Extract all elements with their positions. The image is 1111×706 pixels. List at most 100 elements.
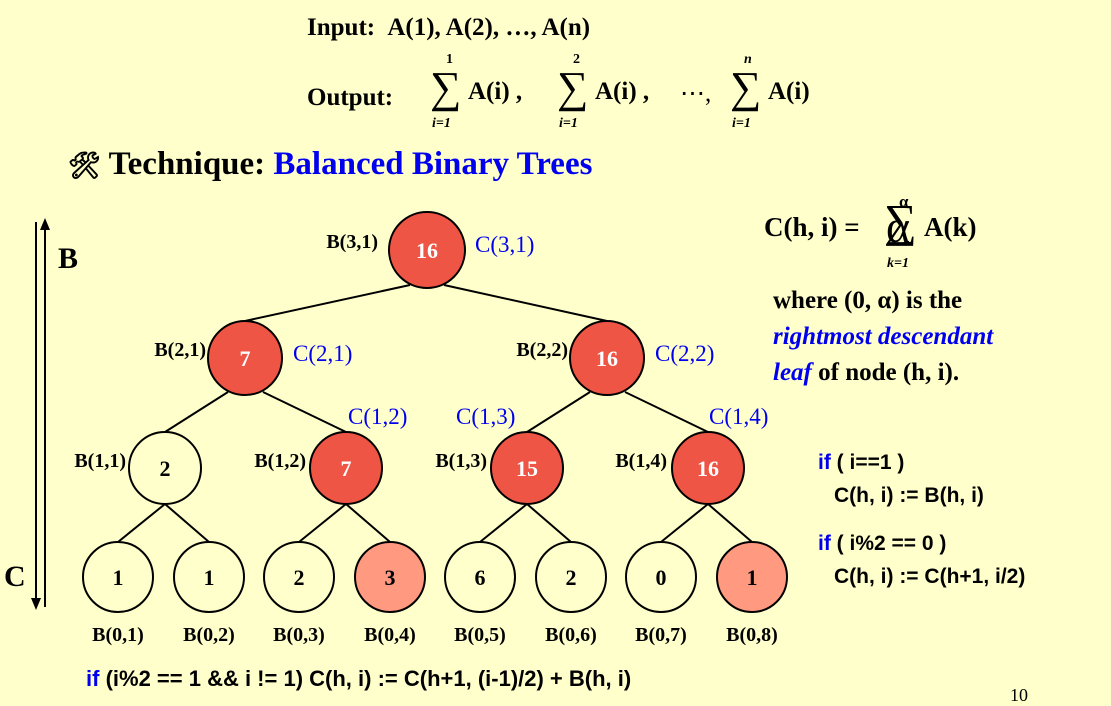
tree-node-2-1: 7 bbox=[207, 320, 283, 396]
sum-body-1: A(i) , bbox=[468, 78, 523, 105]
tree-edge bbox=[298, 503, 347, 543]
rule-1-cond: ( i==1 ) bbox=[830, 451, 905, 474]
tree-edge bbox=[164, 503, 210, 543]
sigma-icon: ∑ bbox=[430, 63, 462, 112]
up-arrow bbox=[40, 218, 50, 607]
tree-node-0-6: 2 bbox=[535, 541, 607, 613]
b-label-0-8: B(0,8) bbox=[726, 624, 778, 646]
node-value: 2 bbox=[566, 565, 577, 590]
c-label-2-2: C(2,2) bbox=[655, 341, 714, 366]
c-label-1-4: C(1,4) bbox=[709, 404, 768, 429]
page-number: 10 bbox=[1010, 685, 1028, 705]
node-value: 1 bbox=[204, 565, 215, 590]
node-value: 15 bbox=[516, 456, 538, 481]
axis-label-c: C bbox=[4, 560, 26, 593]
c-label-2-1: C(2,1) bbox=[293, 341, 352, 366]
rule-1-keyword: if bbox=[818, 451, 831, 474]
formula-line2: rightmost descendant bbox=[773, 323, 994, 350]
tree-edge bbox=[526, 391, 591, 433]
node-value: 6 bbox=[475, 565, 486, 590]
sum-body-3: A(i) bbox=[768, 78, 810, 105]
output-label: Output: bbox=[307, 84, 394, 111]
node-circle bbox=[263, 541, 335, 613]
node-circle bbox=[569, 320, 645, 396]
rule-2-cond: ( i%2 == 0 ) bbox=[830, 532, 947, 555]
b-label-2-1: B(2,1) bbox=[154, 339, 206, 361]
sum-body-2: A(i) , bbox=[595, 78, 650, 105]
sigma-icon: ∑ bbox=[884, 195, 917, 246]
axis-label-b: B bbox=[58, 242, 79, 275]
sum-upper-1: 1 bbox=[446, 52, 453, 67]
b-label-0-4: B(0,4) bbox=[364, 624, 416, 646]
tools-icon: 🛠 bbox=[68, 151, 102, 180]
ellipsis: ⋯, bbox=[680, 80, 712, 107]
formula-body: A(k) bbox=[924, 212, 977, 242]
b-label-3-1: B(3,1) bbox=[326, 231, 378, 253]
tree-node-1-1: 2 bbox=[128, 431, 202, 505]
rule-2-condition: if ( i%2 == 0 ) bbox=[818, 532, 946, 556]
sigma-icon: ∑ bbox=[557, 63, 589, 112]
technique-line: 🛠 Technique: Balanced Binary Trees bbox=[68, 146, 592, 183]
tree-node-0-2: 1 bbox=[173, 541, 245, 613]
bottom-rule-text: (i%2 == 1 && i != 1) C(h, i) := C(h+1, (… bbox=[99, 666, 632, 691]
formula-line3-rest: of node (h, i). bbox=[811, 359, 960, 386]
b-label-1-2: B(1,2) bbox=[254, 450, 306, 472]
node-value: 2 bbox=[294, 565, 305, 590]
tree-edge bbox=[624, 391, 709, 433]
tree-edge bbox=[707, 503, 753, 543]
tree-edge bbox=[244, 284, 411, 322]
node-value: 16 bbox=[596, 346, 618, 371]
node-circle bbox=[490, 431, 564, 505]
formula-lower: k=1 bbox=[887, 256, 909, 271]
b-label-0-7: B(0,7) bbox=[635, 624, 687, 646]
b-label-2-2: B(2,2) bbox=[516, 339, 568, 361]
rule-2-keyword: if bbox=[818, 532, 831, 555]
input-label: Input: bbox=[307, 14, 376, 41]
node-value: 16 bbox=[697, 456, 719, 481]
node-circle bbox=[671, 431, 745, 505]
b-label-0-5: B(0,5) bbox=[454, 624, 506, 646]
node-circle bbox=[535, 541, 607, 613]
tree-node-0-4: 3 bbox=[354, 541, 426, 613]
node-circle bbox=[354, 541, 426, 613]
sigma-icon: α bbox=[886, 201, 911, 252]
tree-node-0-1: 1 bbox=[82, 541, 154, 613]
formula-line3: leaf of node (h, i). bbox=[773, 359, 959, 387]
tree-node-3-1: 16 bbox=[388, 211, 466, 289]
sum-lower-2: i=1 bbox=[559, 116, 578, 131]
c-label-1-3: C(1,3) bbox=[456, 404, 515, 429]
input-line: Input: A(1), A(2), …, A(n) bbox=[307, 14, 590, 42]
tree-node-1-3: 15 bbox=[490, 431, 564, 505]
tree-edge bbox=[479, 503, 528, 543]
rule-1-condition: if ( i==1 ) bbox=[818, 451, 904, 475]
tree-edge bbox=[262, 391, 347, 433]
sum-lower-1: i=1 bbox=[432, 116, 451, 131]
b-label-0-2: B(0,2) bbox=[183, 624, 235, 646]
sum-lower-3: i=1 bbox=[732, 116, 751, 131]
tree-edge bbox=[526, 503, 572, 543]
node-circle bbox=[128, 431, 202, 505]
technique-value: Balanced Binary Trees bbox=[273, 146, 593, 182]
tree-node-0-8: 1 bbox=[716, 541, 788, 613]
bottom-rule-keyword: if bbox=[86, 666, 100, 691]
node-circle bbox=[173, 541, 245, 613]
tree-labels: B(3,1)C(3,1)B(2,1)C(2,1)B(2,2)C(2,2)B(1,… bbox=[74, 231, 778, 646]
b-label-1-3: B(1,3) bbox=[435, 450, 487, 472]
node-value: 7 bbox=[240, 346, 251, 371]
tree-edge bbox=[443, 284, 608, 322]
b-label-0-3: B(0,3) bbox=[273, 624, 325, 646]
node-value: 1 bbox=[113, 565, 124, 590]
rule-1-body: C(h, i) := B(h, i) bbox=[834, 484, 984, 507]
tree-edge bbox=[117, 503, 166, 543]
tree-node-2-2: 16 bbox=[569, 320, 645, 396]
b-label-1-4: B(1,4) bbox=[615, 450, 667, 472]
down-arrow bbox=[31, 222, 41, 610]
formula-lhs: C(h, i) = bbox=[764, 212, 860, 242]
node-value: 16 bbox=[416, 238, 438, 263]
node-circle bbox=[444, 541, 516, 613]
technique-label: Technique: bbox=[108, 146, 266, 182]
node-circle bbox=[309, 431, 383, 505]
rule-2-body: C(h, i) := C(h+1, i/2) bbox=[834, 565, 1026, 588]
